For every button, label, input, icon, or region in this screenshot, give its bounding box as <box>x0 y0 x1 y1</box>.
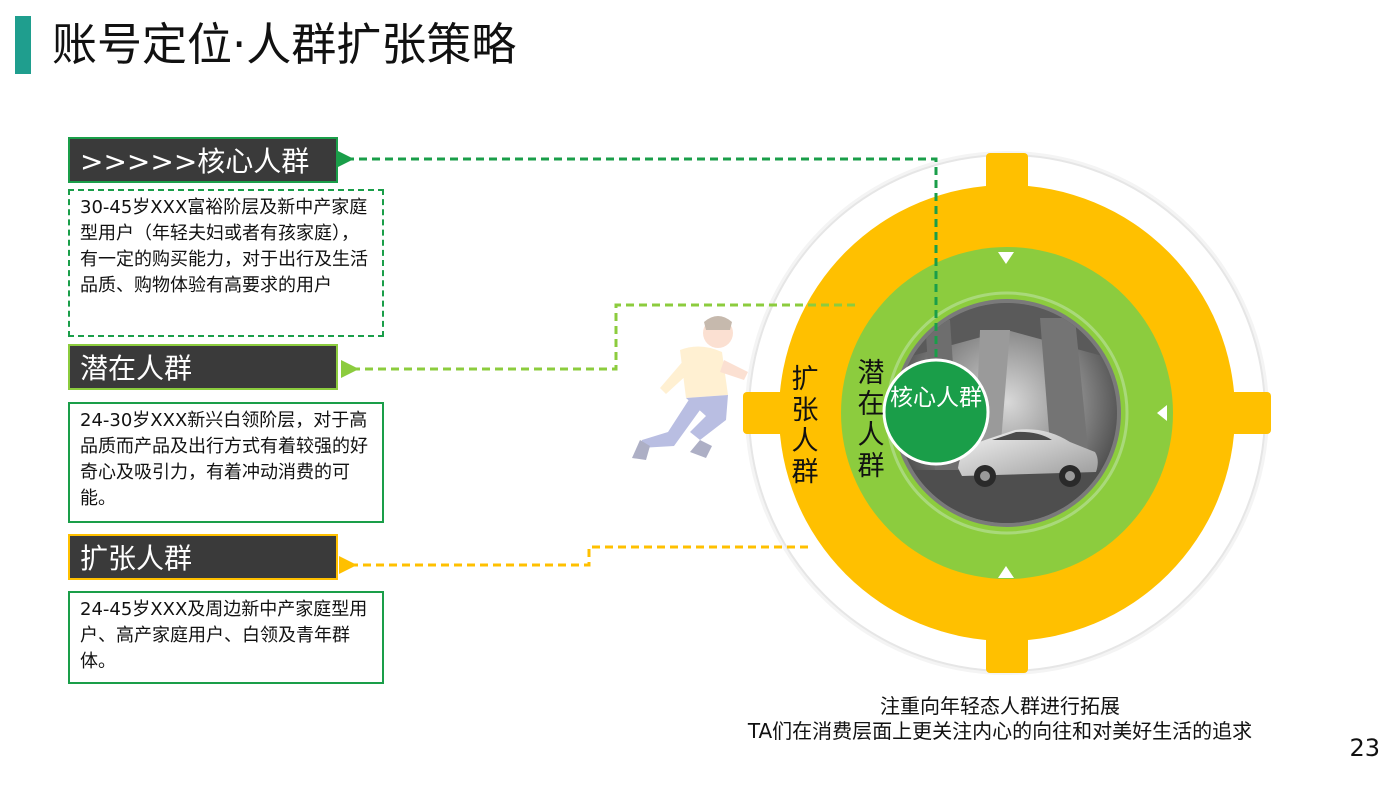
ring-tab-left <box>743 392 791 434</box>
middle-ring-label: 潜在人群 <box>857 358 885 482</box>
expansion-segment-header: 扩张人群 <box>68 534 338 580</box>
triangle-top-icon <box>998 252 1014 264</box>
core-segment-header: >>>>>核心人群 <box>68 137 338 183</box>
core-connector <box>336 150 938 357</box>
ring-tab-right <box>1223 392 1271 434</box>
potential-segment-description: 24-30岁XXX新兴白领阶层，对于高品质而产品及出行方式有着较强的好奇心及吸引… <box>68 402 384 523</box>
core-circle <box>882 358 990 466</box>
triangle-bottom-icon <box>998 566 1014 578</box>
core-segment-description: 30-45岁XXX富裕阶层及新中产家庭型用户（年轻夫妇或者有孩家庭），有一定的购… <box>68 189 384 337</box>
caption-line-1: 注重向年轻态人群进行拓展 <box>880 694 1120 718</box>
potential-connector <box>341 303 855 378</box>
center-label: 核心人群 <box>890 385 982 411</box>
title-accent-bar <box>15 16 31 74</box>
runner-illustration <box>632 316 748 460</box>
page-title: 账号定位·人群扩张策略 <box>52 18 517 71</box>
triangle-right-icon <box>1157 405 1167 421</box>
potential-segment-header: 潜在人群 <box>68 344 338 390</box>
outer-ring-label: 扩张人群 <box>791 364 819 488</box>
expansion-segment-description: 24-45岁XXX及周边新中产家庭型用户、高产家庭用户、白领及青年群体。 <box>68 591 384 684</box>
expansion-connector <box>339 545 808 574</box>
page-number: 23 <box>1349 734 1380 762</box>
caption-line-2: TA们在消费层面上更关注内心的向往和对美好生活的追求 <box>747 719 1253 743</box>
